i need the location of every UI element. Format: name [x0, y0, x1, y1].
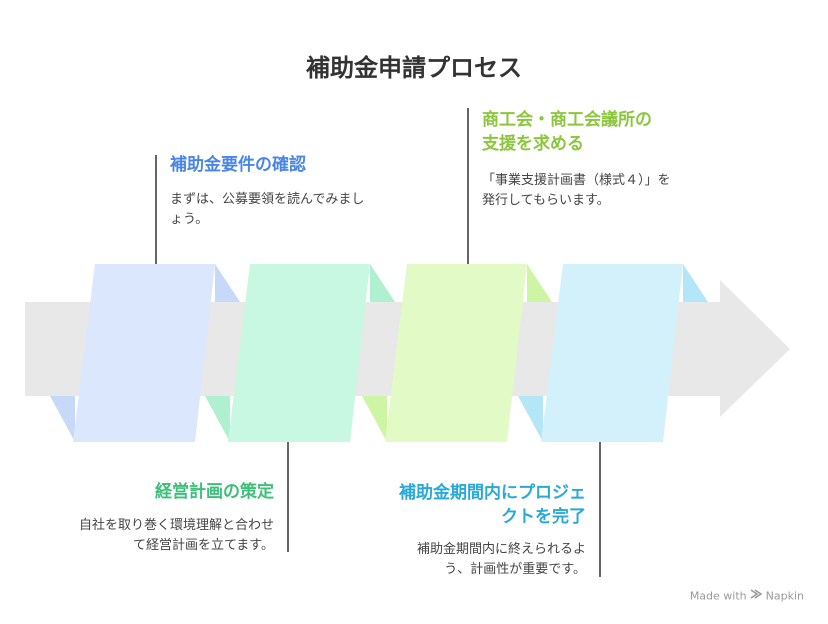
step-4-title: 補助金期間内にプロジェクトを完了 [399, 483, 586, 527]
napkin-credit: Made with Napkin [689, 589, 804, 602]
step-shape-3 [362, 264, 552, 442]
step-3-title: 商工会・商工会議所の支援を求める [482, 110, 652, 154]
step-shape-4 [518, 264, 708, 442]
step-1-description: まずは、公募要領を読んでみましょう。 [170, 192, 365, 227]
step-4-description: 補助金期間内に終えられるよう、計画性が重要です。 [416, 542, 586, 577]
credit-made-with: Made with [689, 589, 747, 602]
diagram-title: 補助金申請プロセス [306, 54, 522, 82]
credit-brand: Napkin [765, 589, 804, 602]
napkin-logo-icon [750, 589, 766, 602]
step-shape-1 [50, 264, 240, 442]
step-1-title: 補助金要件の確認 [170, 155, 306, 175]
step-shape-2 [205, 264, 395, 442]
step-3-description: 「事業支援計画書（様式４）」を発行してもらいます。 [482, 173, 671, 208]
step-2-description: 自社を取り巻く環境理解と合わせて経営計画を立てます。 [78, 518, 274, 553]
step-2-title: 経営計画の策定 [155, 482, 274, 502]
